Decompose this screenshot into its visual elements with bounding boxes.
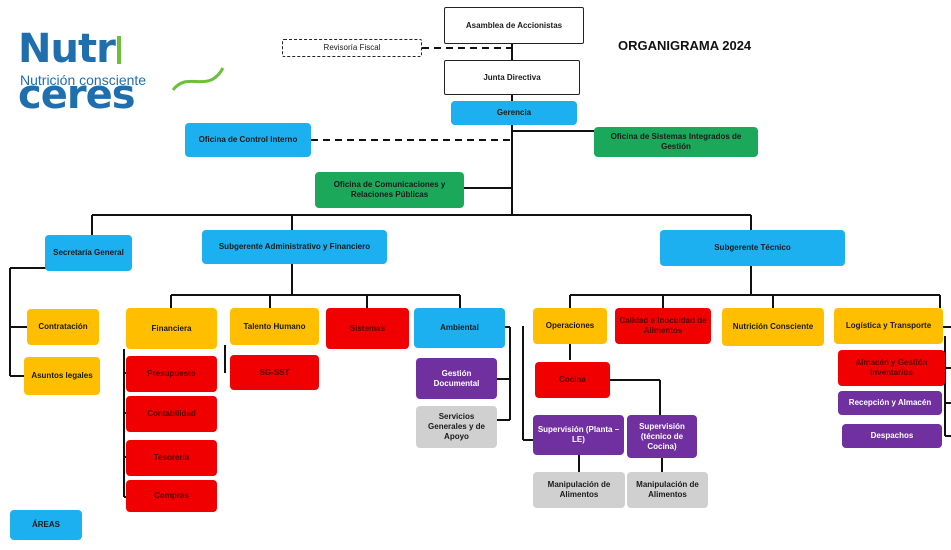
logo-tagline: Nutrición consciente (20, 72, 147, 88)
node-ambiental: Ambiental (414, 308, 505, 348)
node-sistemas-integrados: Oficina de Sistemas Integrados de Gestió… (594, 127, 758, 157)
nutriceres-logo: Nutrceres Nutrición consciente (18, 10, 233, 118)
node-manip-2: Manipulación de Alimentos (627, 472, 708, 508)
node-asuntos: Asuntos legales (24, 357, 100, 395)
node-tesoreria: Tesorería (126, 440, 217, 476)
logo-brand-part1: Nutr (18, 26, 116, 72)
node-sistemas: Sistemas (326, 308, 409, 349)
node-contabilidad: Contabilidad (126, 396, 217, 432)
node-sub-admin: Subgerente Administrativo y Financiero (202, 230, 387, 264)
legend-areas: ÁREAS (10, 510, 82, 540)
node-logistica: Logística y Transporte (834, 308, 943, 344)
node-sup-planta: Supervisión (Planta – LE) (533, 415, 624, 455)
node-talento: Talento Humano (230, 308, 319, 345)
node-financiera: Financiera (126, 308, 217, 349)
node-cocina: Cocina (535, 362, 610, 398)
node-almacen-gestion: Almacén y Gestión Inventarios (838, 350, 945, 386)
node-servicios: Servicios Generales y de Apoyo (416, 406, 497, 448)
node-nutricion: Nutrición Consciente (722, 308, 824, 346)
node-calidad: Calidad e Inocuidad de Alimentos (615, 308, 711, 344)
logo-sprout-icon (116, 36, 129, 64)
node-secretaria: Secretaría General (45, 235, 132, 271)
node-despachos: Despachos (842, 424, 942, 448)
node-recepcion: Recepción y Almacén (838, 391, 942, 415)
node-sgsst: SG-SST (230, 355, 319, 390)
logo-brand-part2: ceres (18, 72, 136, 118)
node-revisoria: Revisoría Fiscal (282, 39, 422, 57)
node-control-interno: Oficina de Control Interno (185, 123, 311, 157)
node-compras: Compras (126, 480, 217, 512)
node-operaciones: Operaciones (533, 308, 607, 344)
node-comunicaciones: Oficina de Comunicaciones y Relaciones P… (315, 172, 464, 208)
node-manip-1: Manipulación de Alimentos (533, 472, 625, 508)
node-sup-cocina: Supervisión (técnico de Cocina) (627, 415, 697, 458)
node-junta: Junta Directiva (444, 60, 580, 95)
node-presupuesto: Presupuesto (126, 356, 217, 392)
node-gerencia: Gerencia (451, 101, 577, 125)
logo-wordmark: Nutrceres (18, 26, 233, 118)
chart-title: ORGANIGRAMA 2024 (618, 38, 752, 53)
node-sub-tecnico: Subgerente Técnico (660, 230, 845, 266)
node-gestion-doc: Gestión Documental (416, 358, 497, 399)
node-contratacion: Contratación (27, 309, 99, 345)
node-asamblea: Asamblea de Accionistas (444, 7, 584, 44)
leaf-swirl-icon (171, 67, 225, 91)
